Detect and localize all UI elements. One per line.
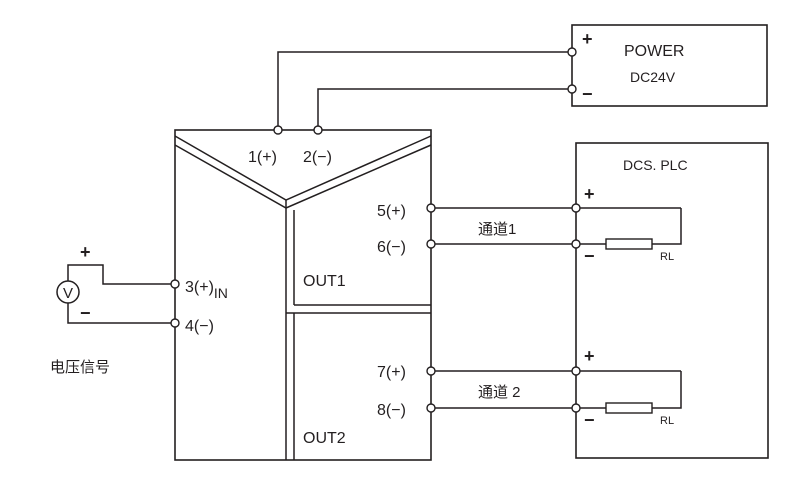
ch1-plus-sign: +: [584, 184, 595, 204]
terminal-5: [426, 203, 436, 213]
power-voltage: DC24V: [630, 69, 676, 85]
ch1-load-resistor: [605, 238, 653, 250]
terminal-7-label: 7(+): [377, 364, 406, 381]
power-title: POWER: [624, 43, 684, 60]
input-plus-sign: +: [80, 242, 91, 262]
out2-label: OUT2: [303, 430, 346, 447]
dcs-plc-title: DCS. PLC: [623, 157, 688, 173]
power-positive-wire: [277, 51, 572, 130]
power-negative-terminal: [567, 84, 577, 94]
ch2-load-resistor: [605, 402, 653, 414]
terminal-3-label: 3(+)IN: [185, 279, 228, 301]
terminal-2: [313, 125, 323, 135]
ch1-minus-sign: −: [584, 246, 595, 266]
terminal-8-label: 8(−): [377, 402, 406, 419]
ch2-loop-wire: [652, 371, 682, 409]
power-negative-wire: [317, 88, 572, 130]
out1-label: OUT1: [303, 273, 346, 290]
ch2-load-label: RL: [660, 415, 674, 427]
dcs-plc-box: [575, 142, 769, 459]
terminal-5-label: 5(+): [377, 203, 406, 220]
input-negative-wire: [67, 303, 171, 324]
dcs-ch2-negative-terminal: [571, 403, 581, 413]
terminal-7: [426, 366, 436, 376]
terminal-2-label: 2(−): [303, 149, 332, 166]
terminal-1-label: 1(+): [248, 149, 277, 166]
input-minus-sign: −: [80, 303, 91, 323]
terminal-6: [426, 239, 436, 249]
dcs-ch2-positive-terminal: [571, 366, 581, 376]
terminal-3: [170, 279, 180, 289]
input-positive-wire: [67, 264, 171, 285]
terminal-4-label: 4(−): [185, 318, 214, 335]
terminal-1: [273, 125, 283, 135]
voltmeter-label: V: [63, 285, 73, 302]
module-divider-outer: [174, 135, 432, 201]
terminal-6-label: 6(−): [377, 239, 406, 256]
channel-2-label: 通道 2: [478, 384, 521, 401]
ch1-loop-wire: [652, 208, 682, 245]
ch1-load-label: RL: [660, 251, 674, 263]
dcs-ch1-positive-terminal: [571, 203, 581, 213]
power-positive-terminal: [567, 47, 577, 57]
module-body: [174, 129, 432, 461]
terminal-4: [170, 318, 180, 328]
ch2-plus-sign: +: [584, 346, 595, 366]
input-caption: 电压信号: [50, 359, 110, 376]
power-plus-sign: +: [582, 29, 593, 49]
ch2-minus-sign: −: [584, 410, 595, 430]
voltmeter-icon: [56, 280, 80, 304]
dcs-ch1-negative-terminal: [571, 239, 581, 249]
power-box: [571, 24, 768, 107]
terminal-8: [426, 403, 436, 413]
channel-1-label: 通道1: [478, 221, 516, 238]
power-minus-sign: −: [582, 84, 593, 104]
